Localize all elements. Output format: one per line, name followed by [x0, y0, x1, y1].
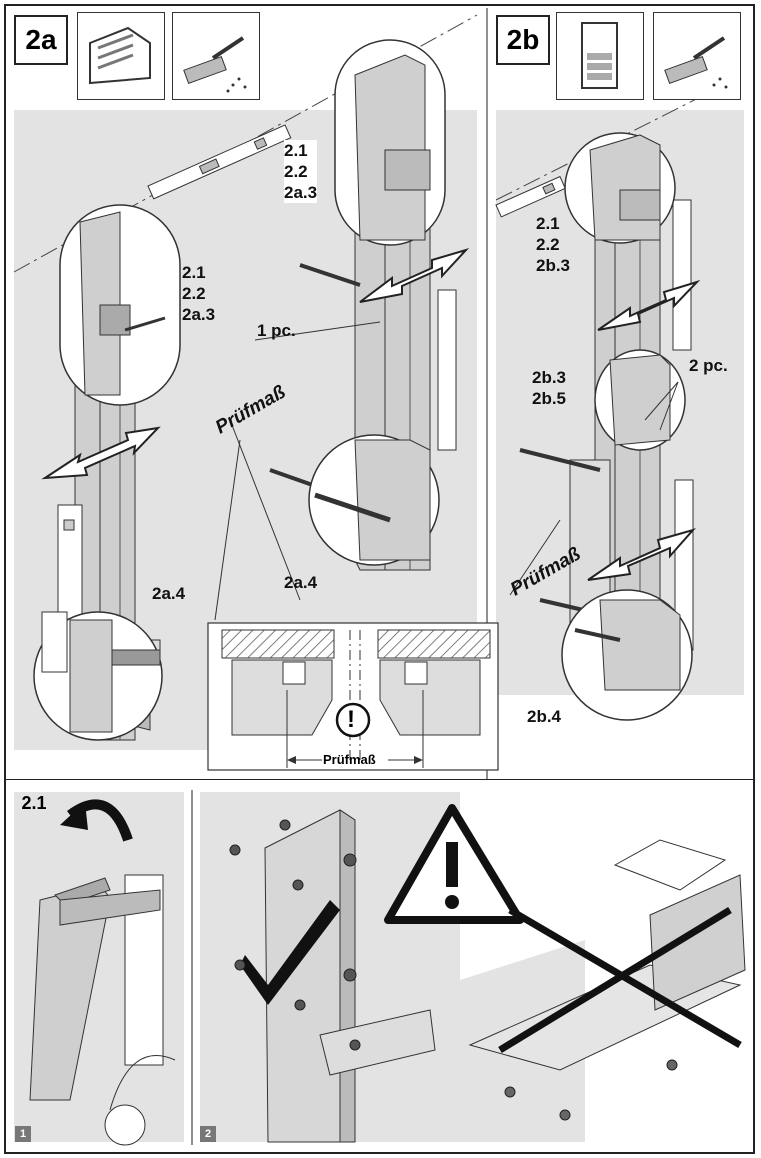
step-label-2b: 2b	[496, 15, 550, 65]
brush-clean-icon	[172, 12, 260, 100]
column-with-screws	[240, 809, 436, 1143]
tilting-column	[29, 799, 176, 1146]
subfig-number-1: 1	[15, 1126, 31, 1142]
installation-illustration-bottom	[14, 790, 746, 1146]
callout-top-2a: 2.1 2.2 2a.3	[284, 140, 318, 203]
warning-triangle-icon	[384, 804, 524, 924]
detail-label-left-2a: 2a.4	[152, 584, 186, 603]
warning-circle-icon	[335, 702, 371, 738]
step-label-2-1: 2.1	[21, 792, 47, 813]
spirit-level-2b	[495, 175, 566, 218]
bolts	[504, 1059, 678, 1121]
arrow-right-2a	[359, 248, 470, 303]
base-assembly	[468, 839, 746, 1071]
cross-mark	[498, 906, 742, 1053]
screws	[229, 819, 361, 1051]
callout-top-2b: 2.1 2.2 2b.3	[536, 214, 571, 275]
quantity-label-2b: 2 pc.	[689, 356, 728, 375]
detail-label-2b: 2b.4	[527, 707, 562, 726]
arrow-top-2b	[597, 279, 701, 331]
quantity-label-2a: 1 pc.	[257, 321, 296, 340]
detail-label-right-2a: 2a.4	[284, 573, 318, 592]
warning-mark: !	[347, 706, 355, 733]
plate-stack-icon	[556, 12, 644, 100]
spirit-level	[147, 124, 292, 200]
tilt-fence-icon	[77, 12, 165, 100]
callout-left-2a: 2.1 2.2 2a.3	[182, 263, 216, 324]
arrow-left-2a	[41, 426, 161, 480]
manual-page-frame	[4, 4, 755, 1154]
callout-mid-2b: 2b.3 2b.5	[532, 368, 567, 408]
arrow-bottom-2b	[587, 528, 697, 581]
section-dimension-label: Prüfmaß	[323, 752, 376, 767]
installation-illustration-top: Prüfmaß	[4, 8, 755, 780]
brush-clean-icon-2b	[653, 12, 741, 100]
step-label-2a: 2a	[14, 15, 68, 65]
subfig-number-2: 2	[200, 1126, 216, 1142]
